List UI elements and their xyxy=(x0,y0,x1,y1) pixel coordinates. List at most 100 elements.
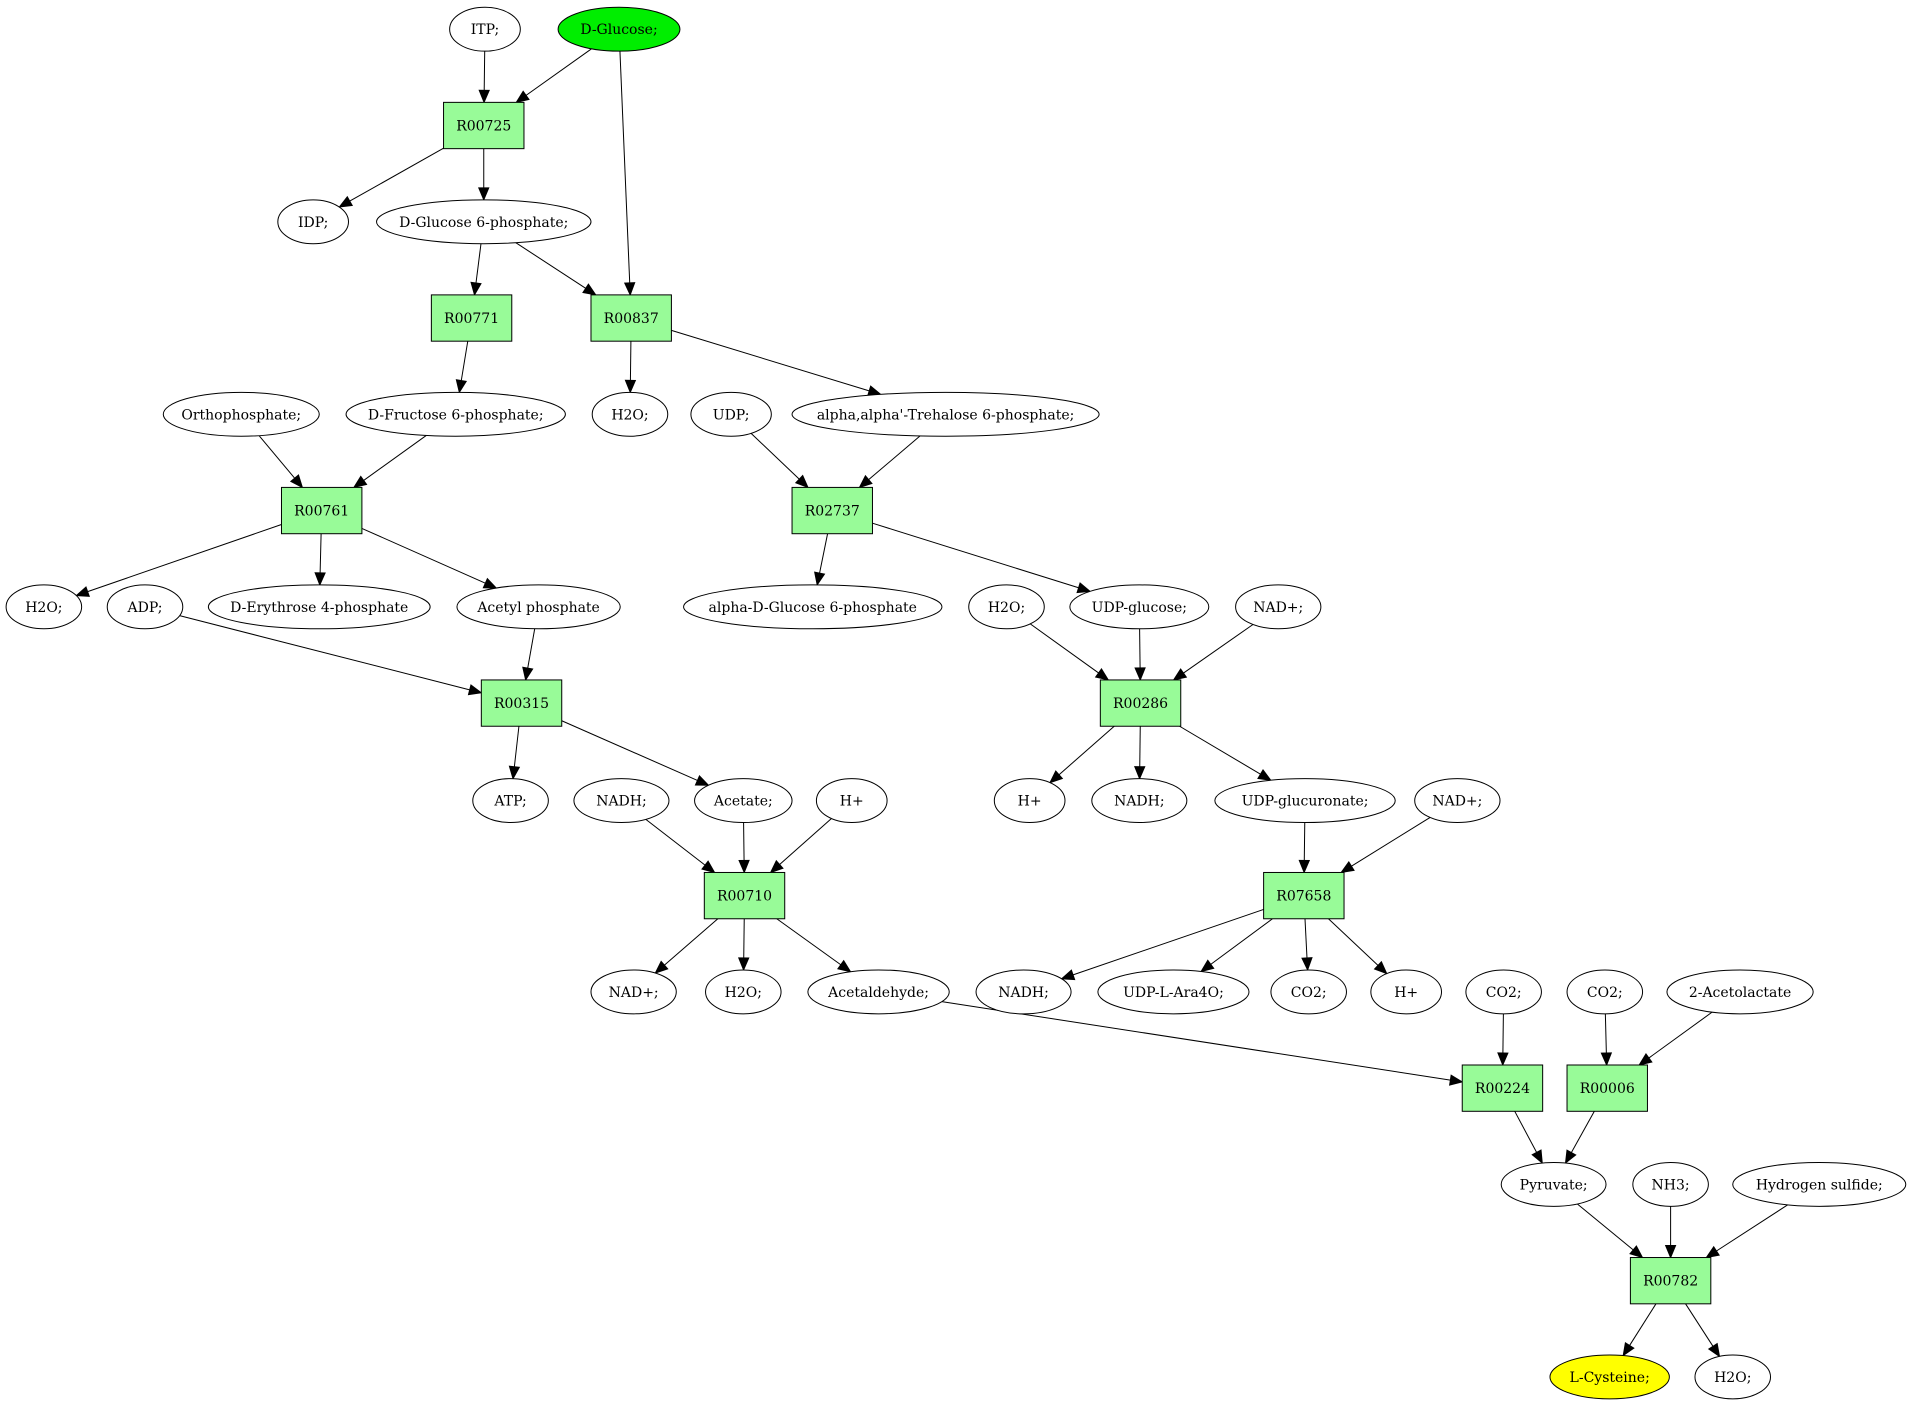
compound-node-orthophosphate-4[interactable]: Orthophosphate; xyxy=(162,391,320,437)
compound-ellipse xyxy=(106,584,184,630)
arrowhead xyxy=(694,774,710,786)
compound-node-hydrogen-sulfide-37[interactable]: Hydrogen sulfide; xyxy=(1732,1161,1907,1207)
compound-label: NADH; xyxy=(1114,794,1165,810)
compound-node-atp-17[interactable]: ATP; xyxy=(472,778,549,824)
compound-node-d-glucose-6-phosphate-3[interactable]: D-Glucose 6-phosphate; xyxy=(376,199,592,245)
compound-node-h2o-9[interactable]: H2O; xyxy=(591,391,669,437)
reaction-node-r02737[interactable]: R02737 xyxy=(791,486,873,535)
compound-node-d-fructose-6-phosphate-5[interactable]: D-Fructose 6-phosphate; xyxy=(345,391,566,437)
compound-ellipse xyxy=(807,969,950,1015)
compound-node-alpha-alpha-trehalose-6-phosphate-8[interactable]: alpha,alpha'-Trehalose 6-phosphate; xyxy=(791,391,1100,437)
compound-node-h2o-26[interactable]: H2O; xyxy=(705,969,782,1015)
compound-node-l-cysteine-38[interactable]: L-Cysteine; xyxy=(1549,1354,1670,1400)
edge-line xyxy=(1210,918,1273,965)
compound-node-nadh-22[interactable]: NADH; xyxy=(1091,778,1188,824)
arrowhead xyxy=(75,586,90,597)
arrowhead xyxy=(1076,582,1092,594)
compound-ellipse xyxy=(975,969,1072,1015)
compound-ellipse xyxy=(456,584,621,630)
compound-node-nad-24[interactable]: NAD+; xyxy=(1414,778,1501,824)
compound-label: H2O; xyxy=(25,600,62,616)
compound-node-acetyl-phosphate-12[interactable]: Acetyl phosphate xyxy=(456,584,621,630)
arrowhead xyxy=(352,475,368,489)
compound-label: NAD+; xyxy=(1432,794,1482,810)
edge-line xyxy=(868,435,921,481)
edge-line xyxy=(349,147,444,202)
compound-ellipse xyxy=(1694,1354,1772,1400)
compound-label: ITP; xyxy=(471,22,500,38)
edge-r-07658-to-c-h-c xyxy=(1328,918,1388,975)
reaction-box xyxy=(1566,1064,1648,1112)
compound-ellipse xyxy=(449,6,521,52)
compound-label: H2O; xyxy=(1714,1370,1751,1386)
edge-line xyxy=(645,819,706,866)
edge-c-co2-c-to-r-00006 xyxy=(1600,1013,1613,1067)
compound-node-udp-glucuronate-23[interactable]: UDP-glucuronate; xyxy=(1214,778,1396,824)
compound-node-d-glucose-1[interactable]: D-Glucose; xyxy=(557,6,681,52)
compound-node-nad-16[interactable]: NAD+; xyxy=(1235,584,1322,630)
compound-label: H2O; xyxy=(611,407,648,423)
compound-node-co2-33[interactable]: CO2; xyxy=(1566,969,1644,1015)
reaction-label: R00837 xyxy=(604,311,659,327)
compound-ellipse xyxy=(1097,969,1250,1015)
compound-node-co2-30[interactable]: CO2; xyxy=(1270,969,1347,1015)
arrowhead xyxy=(858,474,873,489)
edge-c-nad-b-to-r-07658 xyxy=(1340,817,1431,874)
compound-node-alpha-d-glucose-6-phosphate-13[interactable]: alpha-D-Glucose 6-phosphate xyxy=(683,584,943,630)
edge-line xyxy=(561,720,698,781)
compound-node-d-erythrose-4-phosphate-11[interactable]: D-Erythrose 4-phosphate xyxy=(207,584,431,630)
reaction-node-r00782[interactable]: R00782 xyxy=(1629,1257,1712,1305)
compound-node-h2o-6[interactable]: H2O; xyxy=(5,584,83,630)
compound-node-itp-0[interactable]: ITP; xyxy=(449,6,521,52)
reaction-box xyxy=(443,101,525,150)
edge-c-t6p-to-r-02737 xyxy=(858,435,921,489)
arrowhead xyxy=(314,572,326,587)
compound-label: CO2; xyxy=(1486,985,1522,1001)
compound-node-nh3-36[interactable]: NH3; xyxy=(1632,1161,1709,1207)
reaction-node-r00725[interactable]: R00725 xyxy=(443,101,525,150)
arrowhead xyxy=(508,765,521,780)
compound-node-idp-2[interactable]: IDP; xyxy=(277,199,349,245)
compound-label: D-Fructose 6-phosphate; xyxy=(368,407,544,423)
compound-node-pyruvate-35[interactable]: Pyruvate; xyxy=(1500,1161,1607,1207)
reaction-node-r00771[interactable]: R00771 xyxy=(430,294,513,342)
reaction-node-r07658[interactable]: R07658 xyxy=(1263,871,1345,920)
reaction-node-r00006[interactable]: R00006 xyxy=(1566,1064,1648,1112)
arrowhead xyxy=(837,959,852,973)
compound-node-udp-7[interactable]: UDP; xyxy=(690,391,772,437)
reaction-node-r00315[interactable]: R00315 xyxy=(480,679,563,727)
edge-line xyxy=(941,1001,1451,1081)
compound-node-h2o-39[interactable]: H2O; xyxy=(1694,1354,1772,1400)
compound-node-nadh-28[interactable]: NADH; xyxy=(975,969,1072,1015)
compound-ellipse xyxy=(1214,778,1396,824)
compound-node-udp-glucose-15[interactable]: UDP-glucose; xyxy=(1069,584,1210,630)
compound-label: NAD+; xyxy=(609,985,659,1001)
compound-node-nad-25[interactable]: NAD+; xyxy=(590,969,677,1015)
reaction-node-r00286[interactable]: R00286 xyxy=(1099,679,1182,727)
arrowhead xyxy=(1629,1245,1644,1259)
reaction-node-r00761[interactable]: R00761 xyxy=(280,486,363,535)
reaction-node-r00224[interactable]: R00224 xyxy=(1461,1064,1544,1112)
edge-r-00006-to-c-pyruvate xyxy=(1564,1111,1595,1165)
compound-node-h-21[interactable]: H+ xyxy=(993,778,1066,824)
edge-line xyxy=(87,524,282,593)
edge-line xyxy=(361,527,486,584)
compound-node-udp-l-ara4o-29[interactable]: UDP-L-Ara4O; xyxy=(1097,969,1250,1015)
reaction-label: R00782 xyxy=(1643,1274,1698,1290)
edge-r-02737-to-c-udpglc xyxy=(872,522,1092,594)
compound-node-acetaldehyde-27[interactable]: Acetaldehyde; xyxy=(807,969,950,1015)
compound-node-h2o-14[interactable]: H2O; xyxy=(968,584,1045,630)
compound-node-acetate-19[interactable]: Acetate; xyxy=(694,778,793,824)
arrowhead xyxy=(1301,957,1313,972)
reaction-node-r00710[interactable]: R00710 xyxy=(703,871,786,920)
edge-c-nh3-to-r-00782 xyxy=(1664,1206,1677,1259)
compound-node-h-31[interactable]: H+ xyxy=(1370,969,1443,1015)
reaction-node-r00837[interactable]: R00837 xyxy=(590,294,672,342)
compound-node-nadh-18[interactable]: NADH; xyxy=(573,778,670,824)
compound-node-adp-10[interactable]: ADP; xyxy=(106,584,184,630)
reaction-box xyxy=(791,486,873,535)
compound-node-h-20[interactable]: H+ xyxy=(815,778,888,824)
compound-node-co2-32[interactable]: CO2; xyxy=(1465,969,1542,1015)
compound-node-2-acetolactate-34[interactable]: 2-Acetolactate xyxy=(1666,969,1814,1015)
